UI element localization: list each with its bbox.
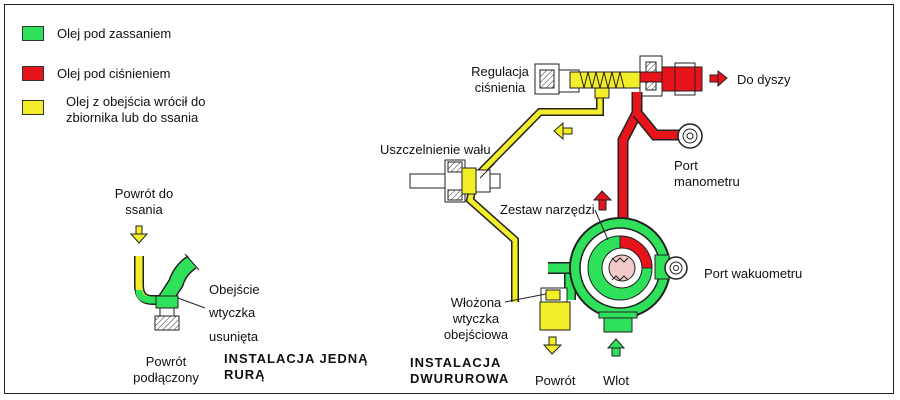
inlet-label: Wlot: [603, 373, 629, 388]
bypass-removed-line2: wtyczka: [209, 305, 256, 320]
bypass-plug-fitting: [504, 287, 571, 331]
pressure-up-arrow-icon: [592, 190, 613, 211]
to-nozzle-label: Do dyszy: [737, 72, 791, 87]
bypass-inserted-label: Włożona wtyczka obejściowa: [443, 295, 509, 342]
diagram-frame: [4, 4, 894, 394]
return-label: Powrót: [535, 373, 576, 388]
shaft-seal: [409, 159, 501, 203]
gauge-port-label: Port manometru: [674, 158, 740, 189]
vacuum-port-label: Port wakuometru: [704, 266, 803, 281]
to-nozzle-arrow-icon: [709, 69, 728, 88]
return-arrow-icon: [129, 225, 149, 244]
bypass-flow-arrow-icon: [553, 121, 573, 141]
legend-swatch-green: [22, 26, 44, 41]
bypass-removed-line1: Obejście: [209, 282, 260, 297]
gear-set-label: Zestaw narzędzi: [500, 202, 595, 217]
return-to-suction-label: Powrót do ssania: [114, 186, 174, 217]
pressure-regulator: [534, 55, 703, 99]
two-pipe-title: INSTALACJA DWURUROWA: [410, 355, 510, 386]
pump-gear-housing: [569, 217, 688, 333]
gauge-port-fitting: [677, 123, 703, 149]
legend-swatch-red: [22, 66, 44, 81]
red-pressure-line: [617, 92, 680, 224]
return-down-arrow-icon: [542, 336, 563, 355]
single-pipe-assembly: [129, 225, 206, 331]
legend-label-green: Olej pod zassaniem: [57, 26, 172, 41]
inlet-up-arrow-icon: [606, 338, 626, 357]
shaft-seal-label: Uszczelnienie wału: [380, 142, 491, 157]
legend-label-yellow: Olej z obejścia wrócił do zbiornika lub …: [66, 94, 206, 125]
pressure-regulation-label: Regulacja ciśnienia: [471, 64, 529, 95]
single-pipe-title: INSTALACJA JEDNĄ RURĄ: [224, 351, 369, 382]
return-connected-label: Powrót podłączony: [133, 354, 199, 385]
legend-swatch-yellow: [22, 100, 44, 115]
bypass-removed-line3: usunięta: [209, 329, 259, 344]
legend-label-red: Olej pod ciśnieniem: [57, 66, 171, 81]
